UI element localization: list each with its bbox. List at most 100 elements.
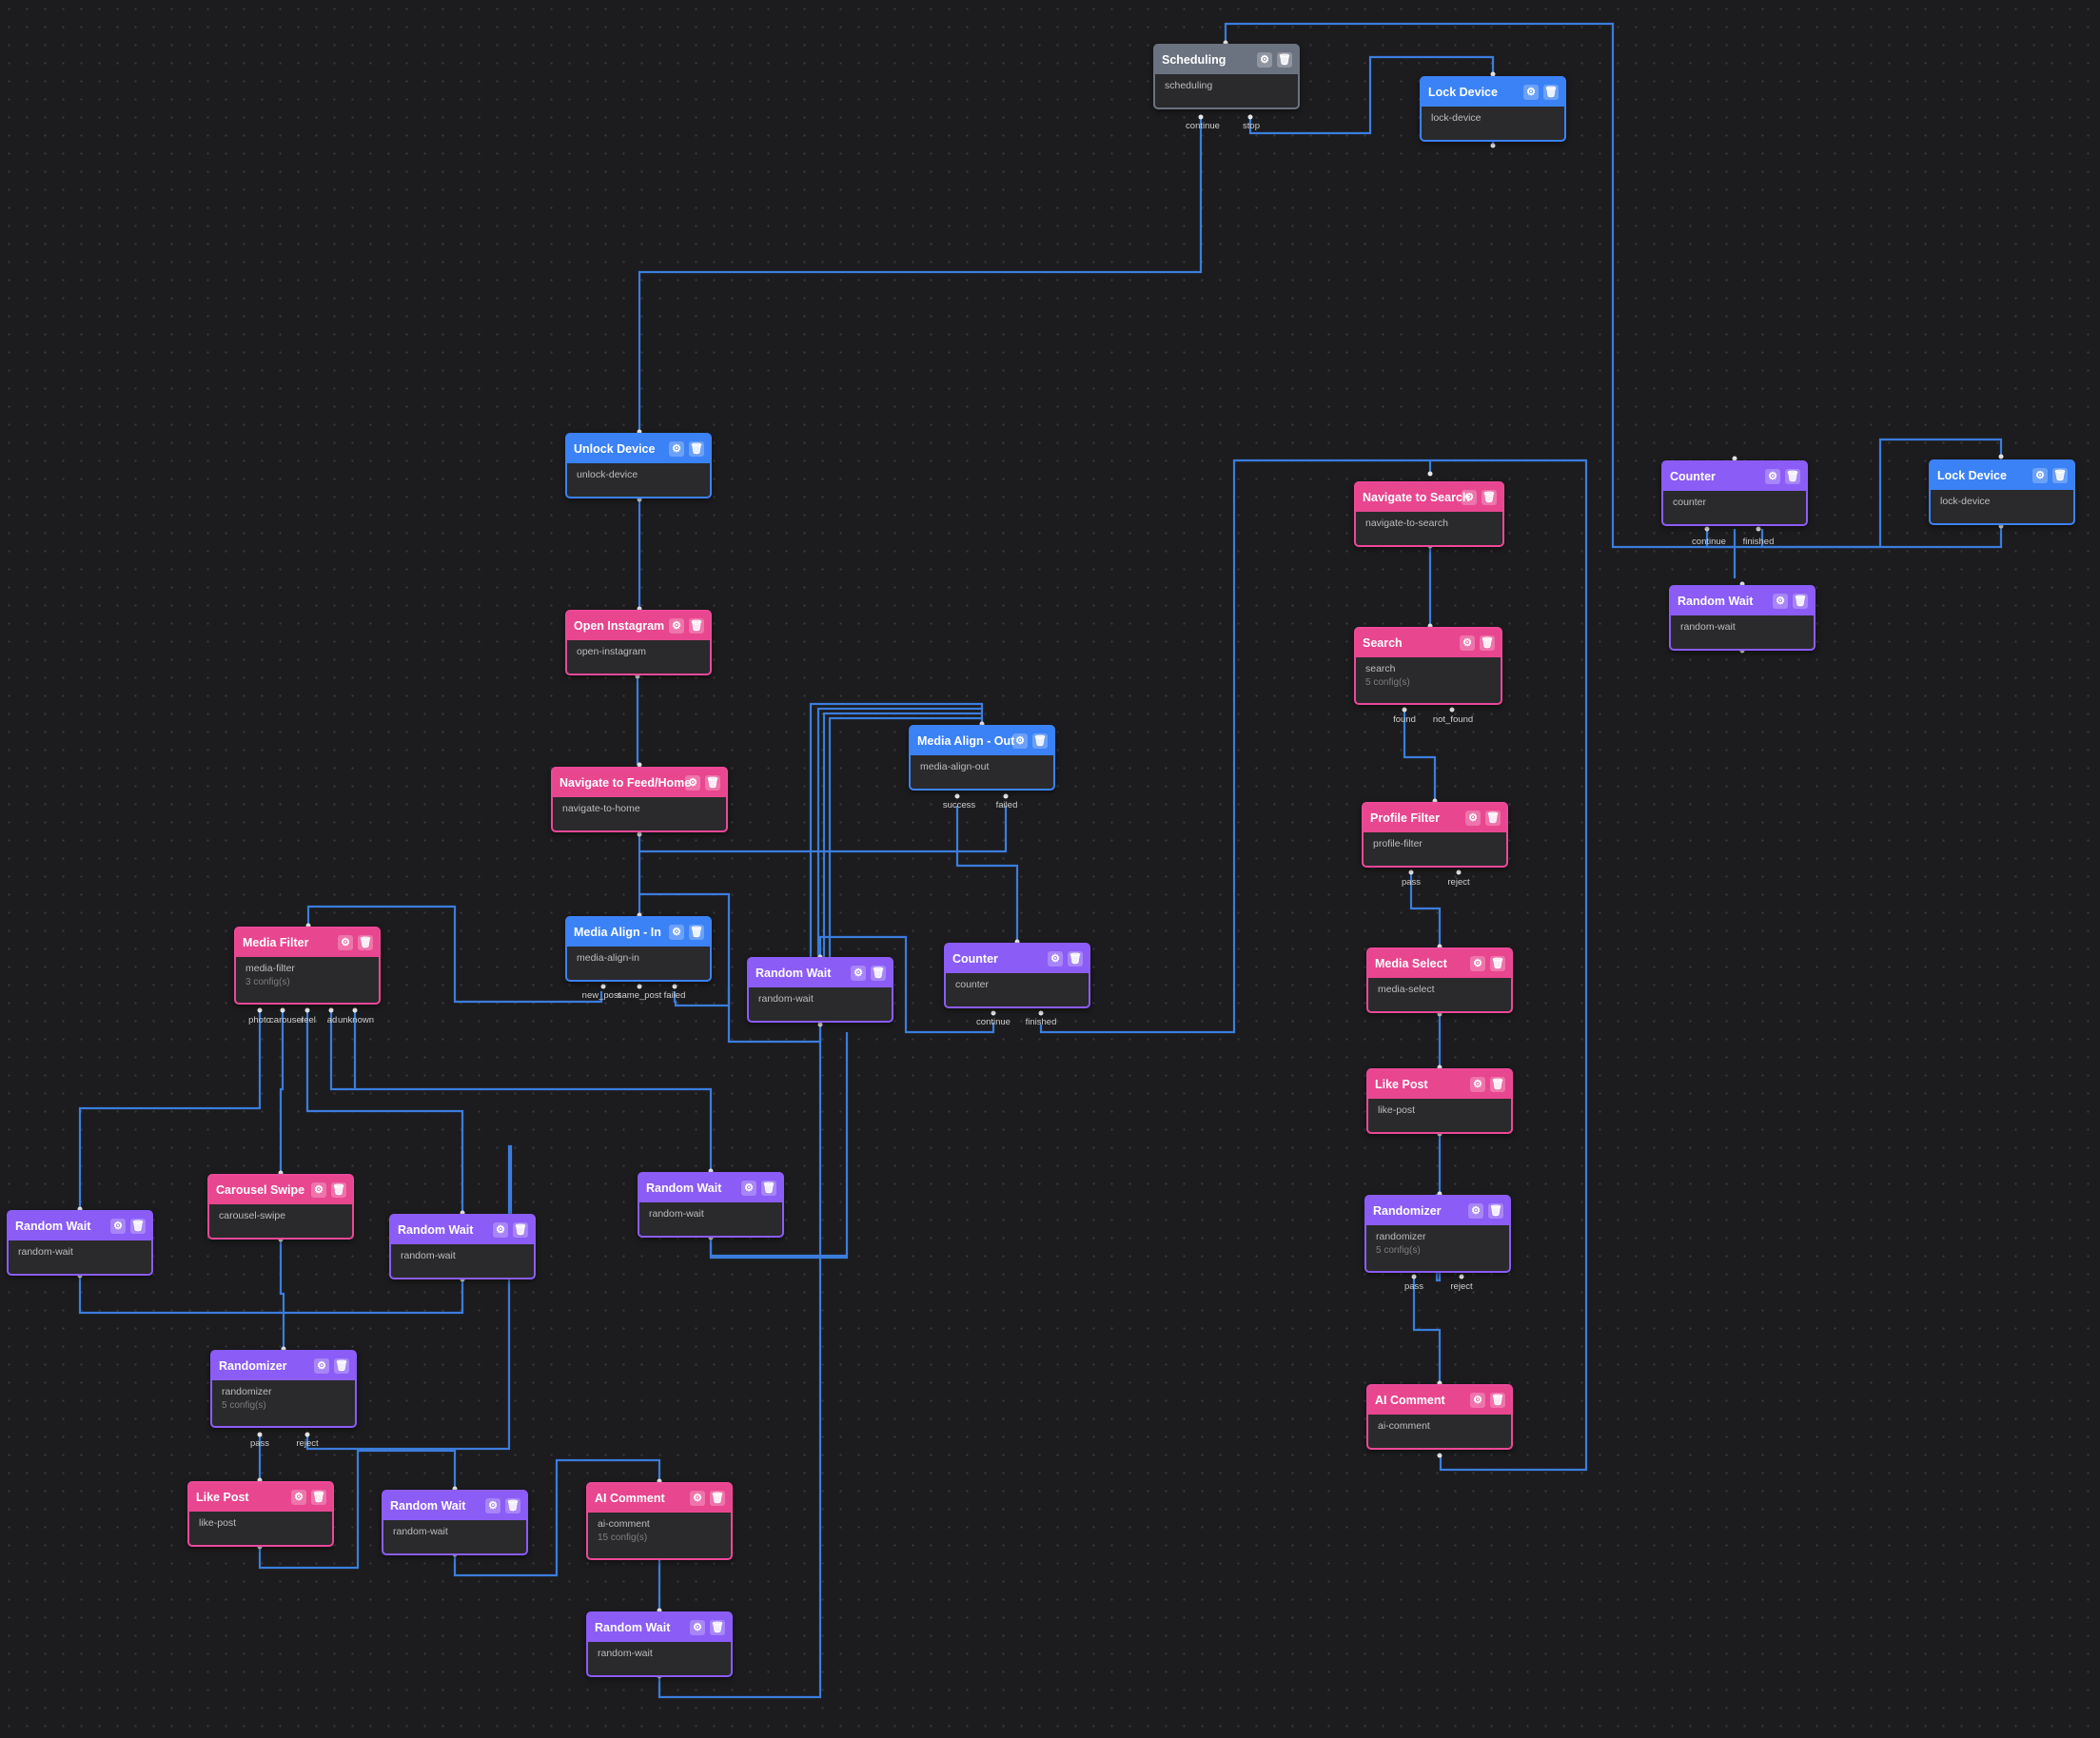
node-random-wait[interactable]: Random Wait ⚙🗑 random-wait bbox=[747, 957, 893, 1023]
trash-icon[interactable]: 🗑 bbox=[1032, 733, 1048, 749]
node-navigate-to-home[interactable]: Navigate to Feed/Home ⚙🗑 navigate-to-hom… bbox=[551, 767, 728, 832]
trash-icon[interactable]: 🗑 bbox=[513, 1222, 528, 1238]
trash-icon[interactable]: 🗑 bbox=[710, 1491, 725, 1506]
trash-icon[interactable]: 🗑 bbox=[331, 1182, 346, 1198]
gear-icon[interactable]: ⚙ bbox=[1460, 635, 1475, 651]
gear-icon[interactable]: ⚙ bbox=[1465, 810, 1481, 826]
trash-icon[interactable]: 🗑 bbox=[1543, 85, 1559, 100]
trash-icon[interactable]: 🗑 bbox=[1068, 951, 1083, 967]
trash-icon[interactable]: 🗑 bbox=[689, 925, 704, 940]
gear-icon[interactable]: ⚙ bbox=[2032, 468, 2048, 483]
gear-icon[interactable]: ⚙ bbox=[1765, 469, 1780, 484]
node-title: Randomizer bbox=[1373, 1204, 1442, 1218]
node-like-post[interactable]: Like Post ⚙🗑 like-post bbox=[187, 1481, 334, 1547]
gear-icon[interactable]: ⚙ bbox=[485, 1498, 500, 1513]
gear-icon[interactable]: ⚙ bbox=[1257, 52, 1272, 68]
node-slug: unlock-device bbox=[577, 469, 638, 480]
gear-icon[interactable]: ⚙ bbox=[1773, 594, 1788, 609]
trash-icon[interactable]: 🗑 bbox=[1490, 956, 1505, 971]
port-label: continue bbox=[976, 1017, 1011, 1027]
trash-icon[interactable]: 🗑 bbox=[1485, 810, 1501, 826]
gear-icon[interactable]: ⚙ bbox=[1048, 951, 1063, 967]
node-like-post[interactable]: Like Post ⚙🗑 like-post bbox=[1366, 1068, 1513, 1134]
trash-icon[interactable]: 🗑 bbox=[1488, 1203, 1503, 1219]
trash-icon[interactable]: 🗑 bbox=[710, 1620, 725, 1635]
node-ai-comment[interactable]: AI Comment ⚙🗑 ai-comment bbox=[1366, 1384, 1513, 1450]
gear-icon[interactable]: ⚙ bbox=[1462, 490, 1477, 505]
trash-icon[interactable]: 🗑 bbox=[1793, 594, 1808, 609]
node-lock-device[interactable]: Lock Device ⚙🗑 lock-device bbox=[1420, 76, 1566, 142]
node-lock-device[interactable]: Lock Device ⚙🗑 lock-device bbox=[1929, 459, 2075, 525]
gear-icon[interactable]: ⚙ bbox=[314, 1358, 329, 1374]
gear-icon[interactable]: ⚙ bbox=[685, 775, 700, 791]
gear-icon[interactable]: ⚙ bbox=[669, 441, 684, 457]
trash-icon[interactable]: 🗑 bbox=[1785, 469, 1800, 484]
trash-icon[interactable]: 🗑 bbox=[1480, 635, 1495, 651]
gear-icon[interactable]: ⚙ bbox=[669, 925, 684, 940]
node-random-wait[interactable]: Random Wait ⚙ 🗑 random-wait bbox=[1669, 585, 1815, 651]
gear-icon[interactable]: ⚙ bbox=[493, 1222, 508, 1238]
node-counter[interactable]: Counter ⚙🗑 counter bbox=[1661, 460, 1808, 526]
gear-icon[interactable]: ⚙ bbox=[110, 1219, 126, 1234]
gear-icon[interactable]: ⚙ bbox=[338, 935, 353, 950]
node-title: Random Wait bbox=[1678, 595, 1754, 608]
node-slug: randomizer bbox=[1376, 1231, 1426, 1242]
node-counter[interactable]: Counter ⚙🗑 counter bbox=[944, 943, 1090, 1008]
node-carousel-swipe[interactable]: Carousel Swipe ⚙🗑 carousel-swipe bbox=[207, 1174, 354, 1240]
trash-icon[interactable]: 🗑 bbox=[871, 966, 886, 981]
trash-icon[interactable]: 🗑 bbox=[358, 935, 373, 950]
trash-icon[interactable]: 🗑 bbox=[1490, 1393, 1505, 1408]
node-media-align-out[interactable]: Media Align - Out ⚙🗑 media-align-out bbox=[909, 725, 1055, 791]
trash-icon[interactable]: 🗑 bbox=[311, 1490, 326, 1505]
node-media-select[interactable]: Media Select ⚙🗑 media-select bbox=[1366, 947, 1513, 1013]
gear-icon[interactable]: ⚙ bbox=[1468, 1203, 1483, 1219]
trash-icon[interactable]: 🗑 bbox=[130, 1219, 146, 1234]
trash-icon[interactable]: 🗑 bbox=[689, 618, 704, 634]
gear-icon[interactable]: ⚙ bbox=[741, 1181, 756, 1196]
node-random-wait[interactable]: Random Wait ⚙🗑 random-wait bbox=[638, 1172, 784, 1238]
node-media-align-in[interactable]: Media Align - In ⚙🗑 media-align-in bbox=[565, 916, 712, 982]
trash-icon[interactable]: 🗑 bbox=[1490, 1077, 1505, 1092]
port-label: not_found bbox=[1432, 714, 1474, 725]
node-random-wait[interactable]: Random Wait ⚙🗑 random-wait bbox=[382, 1490, 528, 1555]
gear-icon[interactable]: ⚙ bbox=[1012, 733, 1028, 749]
node-open-instagram[interactable]: Open Instagram ⚙🗑 open-instagram bbox=[565, 610, 712, 675]
gear-icon[interactable]: ⚙ bbox=[690, 1620, 705, 1635]
gear-icon[interactable]: ⚙ bbox=[1470, 956, 1485, 971]
node-slug: random-wait bbox=[1680, 621, 1736, 633]
gear-icon[interactable]: ⚙ bbox=[311, 1182, 326, 1198]
trash-icon[interactable]: 🗑 bbox=[761, 1181, 776, 1196]
trash-icon[interactable]: 🗑 bbox=[334, 1358, 349, 1374]
node-title: Scheduling bbox=[1162, 53, 1227, 67]
node-scheduling[interactable]: Scheduling ⚙🗑 scheduling bbox=[1153, 44, 1300, 109]
gear-icon[interactable]: ⚙ bbox=[669, 618, 684, 634]
trash-icon[interactable]: 🗑 bbox=[705, 775, 720, 791]
node-profile-filter[interactable]: Profile Filter ⚙🗑 profile-filter bbox=[1362, 802, 1508, 868]
node-slug: media-align-out bbox=[920, 761, 990, 772]
trash-icon[interactable]: 🗑 bbox=[689, 441, 704, 457]
gear-icon[interactable]: ⚙ bbox=[851, 966, 866, 981]
node-slug: counter bbox=[955, 979, 990, 990]
gear-icon[interactable]: ⚙ bbox=[1470, 1393, 1485, 1408]
port-label: failed bbox=[995, 800, 1018, 810]
gear-icon[interactable]: ⚙ bbox=[1523, 85, 1539, 100]
trash-icon[interactable]: 🗑 bbox=[2052, 468, 2068, 483]
node-slug: search bbox=[1365, 663, 1396, 674]
node-random-wait[interactable]: Random Wait ⚙🗑 random-wait bbox=[7, 1210, 153, 1276]
gear-icon[interactable]: ⚙ bbox=[690, 1491, 705, 1506]
gear-icon[interactable]: ⚙ bbox=[1470, 1077, 1485, 1092]
trash-icon[interactable]: 🗑 bbox=[1482, 490, 1497, 505]
trash-icon[interactable]: 🗑 bbox=[1277, 52, 1292, 68]
node-navigate-to-search[interactable]: Navigate to Search ⚙🗑 navigate-to-search bbox=[1354, 481, 1504, 547]
wire bbox=[329, 1010, 713, 1171]
trash-icon[interactable]: 🗑 bbox=[505, 1498, 520, 1513]
node-unlock-device[interactable]: Unlock Device ⚙🗑 unlock-device bbox=[565, 433, 712, 498]
node-random-wait[interactable]: Random Wait ⚙🗑 random-wait bbox=[586, 1611, 733, 1677]
gear-icon[interactable]: ⚙ bbox=[291, 1490, 306, 1505]
node-random-wait[interactable]: Random Wait ⚙🗑 random-wait bbox=[389, 1214, 536, 1279]
